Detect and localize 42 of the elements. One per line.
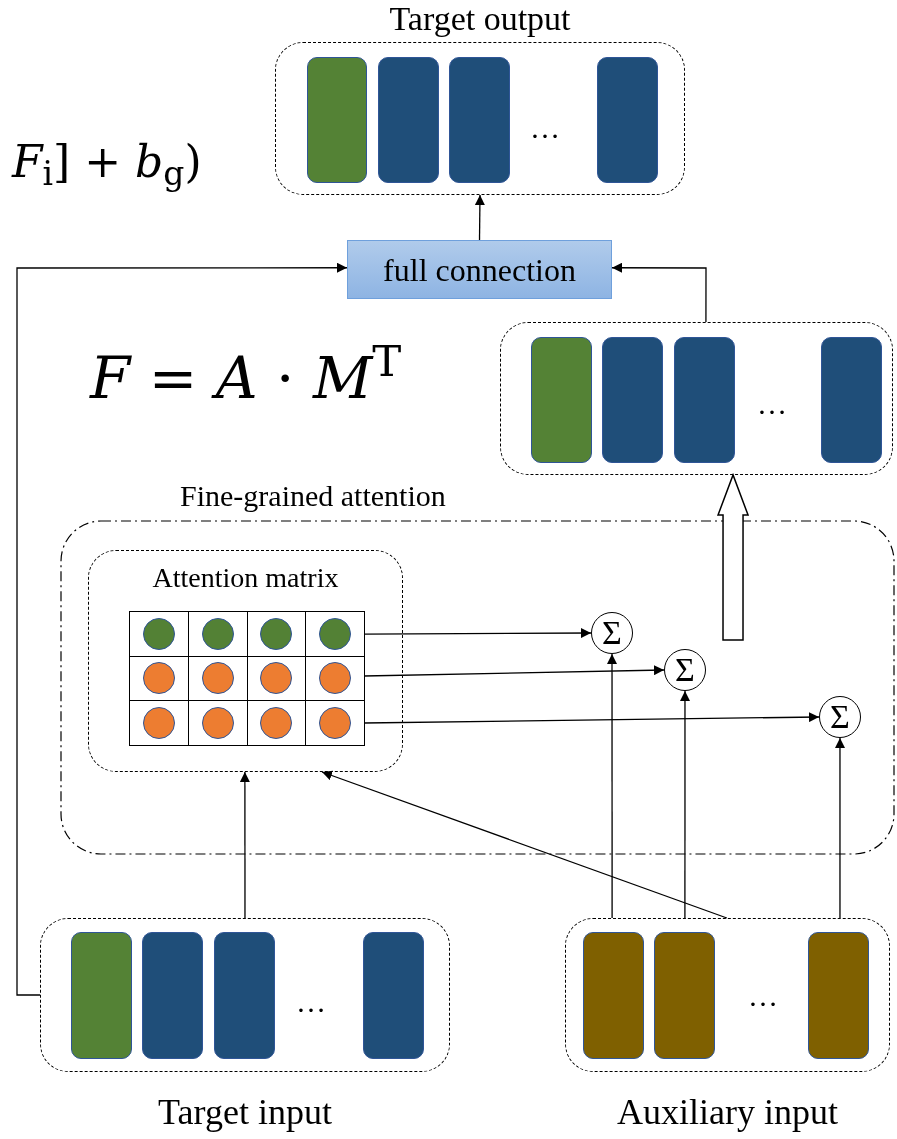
attention-grid [129, 611, 365, 746]
feature-bar [142, 932, 203, 1059]
arrow [321, 770, 728, 919]
feature-bar [583, 932, 644, 1059]
arrow [363, 665, 665, 677]
equation: F = A · M$^{T}$ [90, 342, 402, 414]
process-box: full connection [347, 240, 612, 299]
equation: F$_{i}$] + b$_{g}$) [12, 135, 202, 190]
feature-bar [214, 932, 275, 1059]
feature-bar [821, 337, 882, 463]
feature-bar [378, 57, 439, 183]
feature-bar [307, 57, 367, 183]
feature-bar [602, 337, 663, 463]
arrow [680, 690, 690, 919]
feature-bar [597, 57, 658, 183]
arrow [363, 712, 820, 724]
dashed-container [500, 322, 893, 475]
ellipsis: … [757, 386, 787, 422]
feature-bar [71, 932, 132, 1059]
arrow [607, 653, 617, 919]
container-title: Auxiliary input [616, 1091, 839, 1133]
ellipsis: … [748, 978, 778, 1014]
arrow [835, 737, 845, 919]
ellipsis: … [530, 110, 560, 146]
container-title: Target output [388, 0, 572, 39]
arrow [16, 262, 348, 996]
feature-bar [531, 337, 592, 463]
dashed-container [88, 550, 403, 772]
arrow [474, 194, 485, 241]
arrow [611, 262, 707, 323]
container-title: Attention matrix [151, 561, 340, 595]
feature-bar [654, 932, 715, 1059]
feature-bar [674, 337, 735, 463]
feature-bar [449, 57, 510, 183]
arrow [363, 628, 592, 639]
feature-bar [808, 932, 869, 1059]
arrow [239, 771, 250, 919]
ellipsis: … [296, 984, 326, 1020]
feature-bar [363, 932, 424, 1059]
container-title: Fine-grained attention [180, 478, 446, 514]
block-arrow [716, 472, 750, 641]
container-title: Target input [157, 1091, 333, 1133]
